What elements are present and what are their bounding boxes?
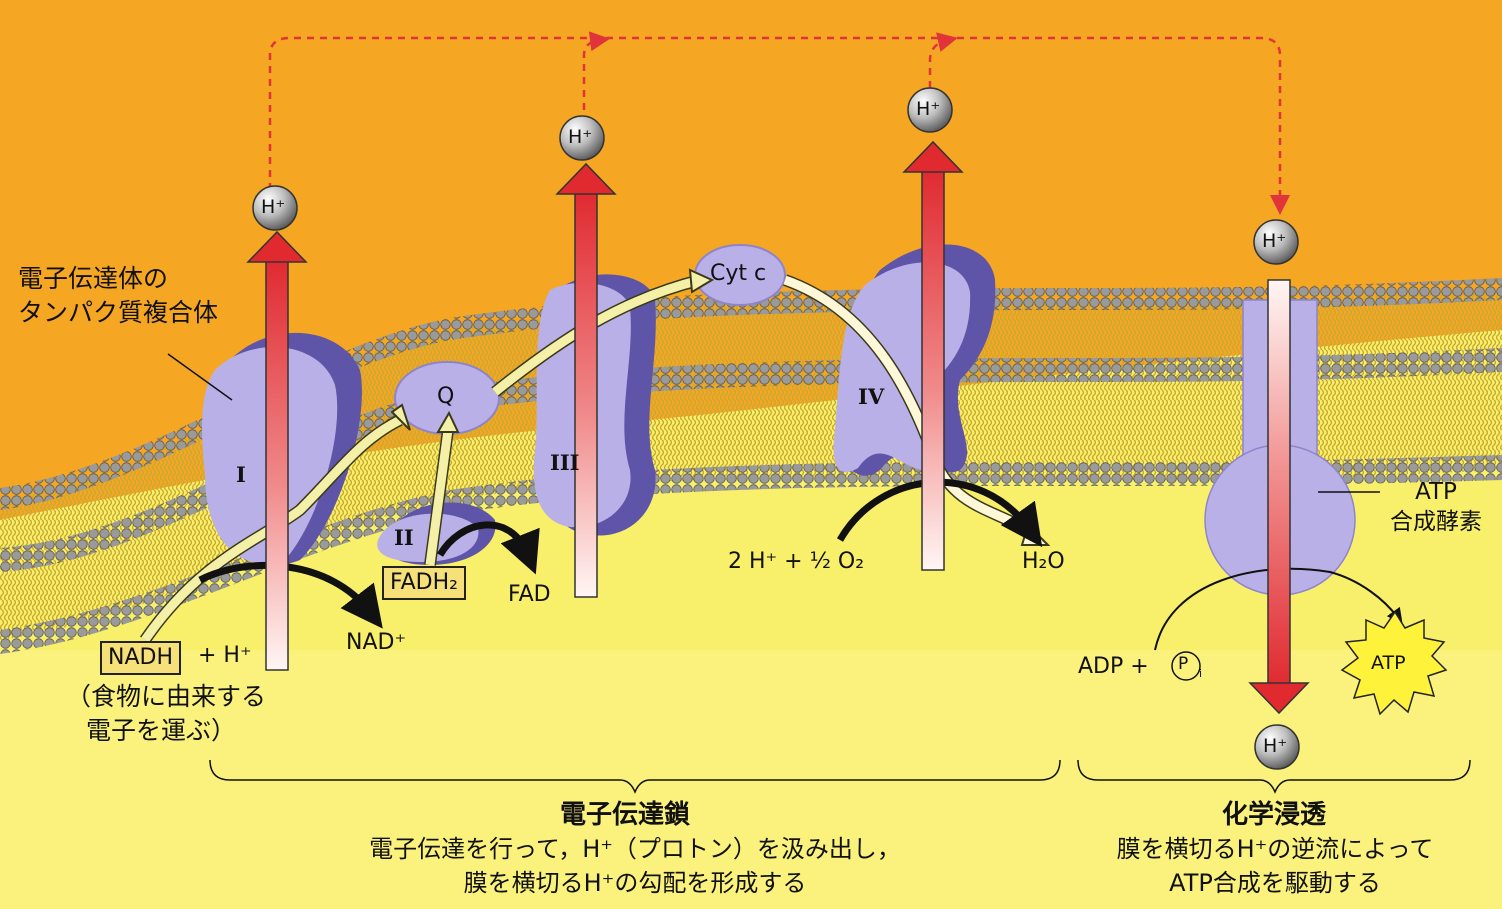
pi-label: P	[1178, 654, 1189, 674]
adp-label: ADP +	[1078, 654, 1149, 679]
fad-label: FAD	[508, 582, 551, 607]
proton-ball-2	[559, 115, 605, 161]
atp-synthase-proton-channel	[1248, 279, 1310, 715]
complex-caption-line1: 電子伝達体の	[18, 264, 169, 293]
oxygen-reaction-label: 2 H⁺ + ½ O₂	[728, 549, 865, 574]
atp-synthase-label-line2: 合成酵素	[1390, 509, 1482, 535]
proton-ball-5	[1254, 724, 1300, 770]
etc-description: 電子伝達を行って，H⁺（プロトン）を汲み出し， 膜を横切るH⁺の勾配を形成する	[310, 832, 960, 900]
proton-pump-arrow-III	[555, 162, 617, 598]
proton-ball-4	[1253, 219, 1299, 265]
chemiosmosis-description-line2: ATP合成を駆動する	[1169, 869, 1381, 897]
electron-arrowhead-3	[688, 268, 715, 294]
water-label: H₂O	[1022, 549, 1065, 574]
complex-IV-label: IV	[858, 384, 885, 409]
complex-II-label: II	[394, 525, 414, 550]
h-plus-label-5: H⁺	[1263, 735, 1288, 757]
electron-arrowhead-1	[390, 403, 411, 431]
nadh-box: NADH	[100, 641, 181, 675]
adp-to-atp-arrow	[1154, 567, 1403, 651]
electron-arrowhead-2	[436, 410, 460, 433]
proton-flow-dashed-path	[268, 36, 1290, 215]
fadh2-box: FADH₂	[382, 566, 466, 600]
atp-label: ATP	[1371, 652, 1406, 674]
nadh-note-line1: （食物に由来する	[66, 682, 267, 711]
complex-III-label: III	[550, 450, 580, 475]
pi-circle	[1171, 651, 1201, 681]
proton-pump-arrow-I	[246, 230, 308, 671]
proton-ball-1	[252, 185, 298, 231]
fadh2-to-fad-arrow	[436, 521, 540, 575]
atp-starburst	[1340, 610, 1448, 716]
etc-brace	[209, 759, 1061, 794]
complex-I-label: I	[236, 462, 246, 487]
nadh-note: （食物に由来する 電子を運ぶ）	[66, 680, 266, 748]
chemiosmosis-brace	[1077, 759, 1471, 794]
atp-synthase-label: ATP 合成酵素	[1390, 477, 1482, 537]
complex-caption-line2: タンパク質複合体	[18, 298, 219, 327]
cytc-label: Cyt c	[710, 261, 767, 286]
proton-pump-arrow-IV	[902, 140, 964, 571]
etc-title: 電子伝達鎖	[560, 800, 691, 830]
h-plus-label-2: H⁺	[568, 126, 593, 148]
h-plus-label-1: H⁺	[261, 196, 286, 218]
nad-label: NAD⁺	[346, 630, 407, 655]
nadh-note-line2: 電子を運ぶ）	[86, 716, 237, 745]
complex-caption-pointer	[167, 353, 233, 401]
proton-flow-dashed-branch-4	[928, 32, 958, 88]
proton-flow-dashed-branch-3	[582, 31, 610, 110]
q-label: Q	[437, 384, 455, 409]
etc-description-line2: 膜を横切るH⁺の勾配を形成する	[463, 869, 807, 897]
h-plus-label-3: H⁺	[916, 98, 941, 120]
atp-synthase-label-line1: ATP	[1415, 479, 1457, 505]
chemiosmosis-title: 化学浸透	[1222, 800, 1327, 830]
nadh-plus-h: + H⁺	[198, 643, 252, 668]
chemiosmosis-description: 膜を横切るH⁺の逆流によって ATP合成を駆動する	[1070, 832, 1480, 900]
proton-ball-3	[907, 87, 953, 133]
h-plus-label-4: H⁺	[1262, 230, 1287, 252]
etc-description-line1: 電子伝達を行って，H⁺（プロトン）を汲み出し，	[369, 835, 901, 863]
complex-caption: 電子伝達体の タンパク質複合体	[18, 262, 218, 330]
chemiosmosis-description-line1: 膜を横切るH⁺の逆流によって	[1116, 835, 1434, 863]
pi-subscript: i	[1199, 667, 1203, 680]
